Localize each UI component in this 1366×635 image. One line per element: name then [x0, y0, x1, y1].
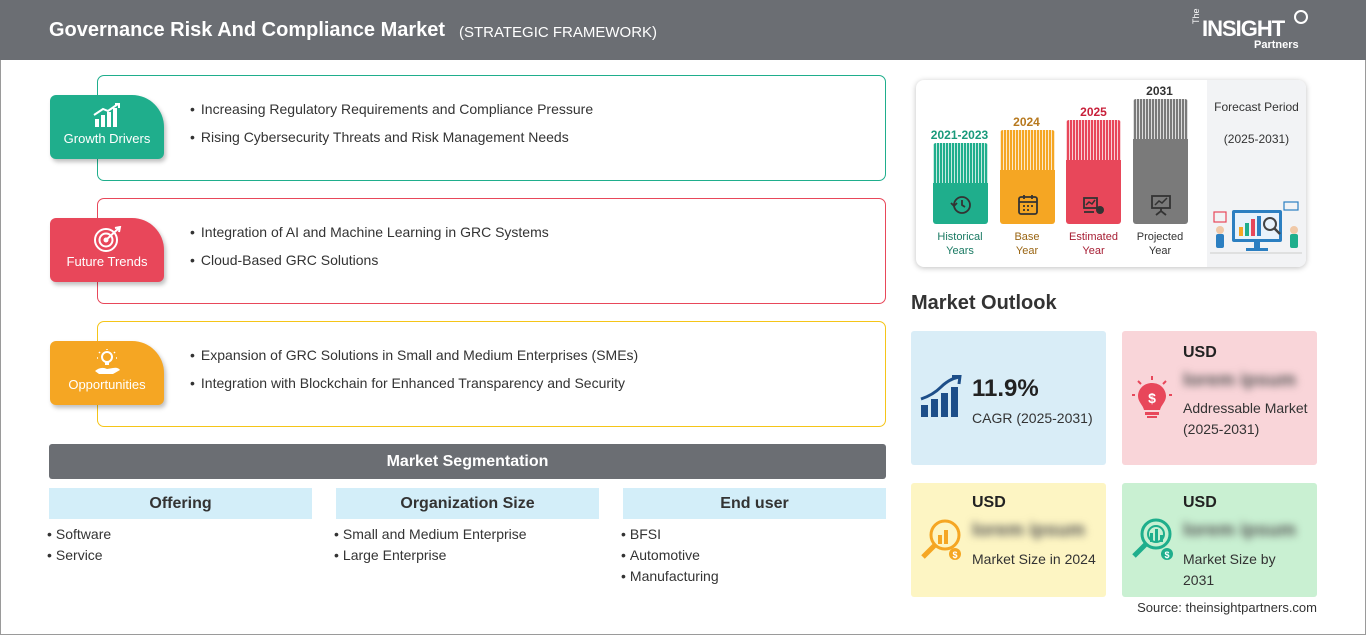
- market-size-2031-label: Market Size by 2031: [1183, 551, 1276, 588]
- base-year-bar: [1000, 130, 1055, 224]
- market-size-2031-tile: $ USD lorem ipsum Market Size by 2031: [1122, 483, 1317, 597]
- addressable-value-redacted: lorem ipsum: [1183, 370, 1296, 391]
- offering-list: Software Service: [47, 524, 111, 566]
- growth-drivers-label: Growth Drivers: [63, 131, 151, 146]
- market-size-2031-value-redacted: lorem ipsum: [1183, 520, 1296, 541]
- future-trend-point: Integration of AI and Machine Learning i…: [190, 218, 549, 246]
- magnifier-chart-icon: $: [921, 519, 961, 560]
- growth-chart-icon: [920, 375, 962, 417]
- source-attribution: Source: theinsightpartners.com: [1137, 600, 1317, 615]
- svg-text:$: $: [1164, 550, 1169, 560]
- target-icon: [94, 226, 122, 252]
- list-item: Automotive: [621, 545, 719, 566]
- historical-bar: [933, 143, 988, 224]
- list-item: Small and Medium Enterprise: [334, 524, 527, 545]
- opportunity-point: Integration with Blockchain for Enhanced…: [190, 369, 638, 397]
- target-chart-icon: $: [1132, 518, 1173, 560]
- cagr-value: 11.9%: [972, 375, 1039, 402]
- list-item: Service: [47, 545, 111, 566]
- estimated-year-bar: [1066, 120, 1121, 224]
- market-outlook-title: Market Outlook: [911, 292, 1057, 314]
- projected-year-bar: [1133, 99, 1188, 224]
- growth-driver-point: Rising Cybersecurity Threats and Risk Ma…: [190, 123, 593, 151]
- addressable-currency: USD: [1183, 344, 1217, 361]
- growth-driver-point: Increasing Regulatory Requirements and C…: [190, 95, 593, 123]
- growth-drivers-badge: Growth Drivers: [50, 95, 164, 159]
- svg-text:$: $: [952, 550, 957, 560]
- historical-year-range: 2021-2023: [930, 128, 989, 142]
- projected-year-label: Projected Year: [1136, 231, 1184, 257]
- market-size-2024-value-redacted: lorem ipsum: [972, 520, 1085, 541]
- future-trend-point: Cloud-Based GRC Solutions: [190, 246, 549, 274]
- addressable-market-tile: $ USD lorem ipsum Addressable Market (20…: [1122, 331, 1317, 465]
- historical-years-label: Historical Years: [937, 231, 983, 257]
- future-trends-label: Future Trends: [66, 254, 148, 269]
- base-year-label: Base Year: [1014, 231, 1040, 257]
- history-icon: [949, 196, 971, 214]
- growth-drivers-card: Increasing Regulatory Requirements and C…: [97, 75, 886, 181]
- page-title: Governance Risk And Compliance Market: [49, 19, 446, 41]
- svg-text:$: $: [1148, 390, 1156, 406]
- analytics-dashboard-illustration: [1210, 201, 1302, 254]
- organization-size-list: Small and Medium Enterprise Large Enterp…: [334, 524, 527, 566]
- future-trends-card: Integration of AI and Machine Learning i…: [97, 198, 886, 304]
- list-item: Large Enterprise: [334, 545, 527, 566]
- estimated-year-label: Estimated Year: [1069, 231, 1118, 257]
- base-year-value: 2024: [1013, 115, 1040, 129]
- end-user-heading: End user: [623, 488, 886, 519]
- market-segmentation-title: Market Segmentation: [49, 444, 886, 479]
- market-size-2024-currency: USD: [972, 494, 1006, 511]
- market-size-2024-label: Market Size in 2024: [972, 551, 1096, 567]
- opportunities-label: Opportunities: [68, 377, 146, 392]
- list-item: BFSI: [621, 524, 719, 545]
- opportunities-card: Expansion of GRC Solutions in Small and …: [97, 321, 886, 427]
- addressable-label: Addressable Market (2025-2031): [1183, 400, 1308, 437]
- dollar-bulb-icon: $: [1132, 376, 1172, 418]
- projected-year-value: 2031: [1146, 84, 1173, 98]
- forecast-period-range: (2025-2031): [1223, 132, 1290, 146]
- forecast-period-title: Forecast Period: [1214, 100, 1299, 114]
- opportunity-point: Expansion of GRC Solutions in Small and …: [190, 341, 638, 369]
- market-size-2024-tile: $ USD lorem ipsum Market Size in 2024: [911, 483, 1106, 597]
- list-item: Manufacturing: [621, 566, 719, 587]
- timeline-panel: 2021-2023 Historical Years 2024 Base Yea…: [916, 80, 1306, 267]
- list-item: Software: [47, 524, 111, 545]
- opportunities-badge: Opportunities: [50, 341, 164, 405]
- presentation-icon: [1150, 195, 1171, 216]
- end-user-list: BFSI Automotive Manufacturing: [621, 524, 719, 587]
- future-trends-badge: Future Trends: [50, 218, 164, 282]
- calendar-icon: [1017, 195, 1038, 215]
- header-bar: Governance Risk And Compliance Market (S…: [0, 0, 1366, 60]
- cagr-label: CAGR (2025-2031): [972, 410, 1093, 426]
- cagr-tile: 11.9% CAGR (2025-2031): [911, 331, 1106, 465]
- insight-partners-logo: The INSIGHT Partners: [1188, 8, 1308, 52]
- estimated-year-value: 2025: [1080, 105, 1107, 119]
- lightbulb-hand-icon: [95, 349, 120, 374]
- offering-heading: Offering: [49, 488, 312, 519]
- market-size-2031-currency: USD: [1183, 494, 1217, 511]
- bar-chart-growth-icon: [93, 103, 120, 127]
- organization-size-heading: Organization Size: [336, 488, 599, 519]
- estimate-icon: [1082, 197, 1104, 214]
- page-subtitle: (STRATEGIC FRAMEWORK): [459, 24, 658, 41]
